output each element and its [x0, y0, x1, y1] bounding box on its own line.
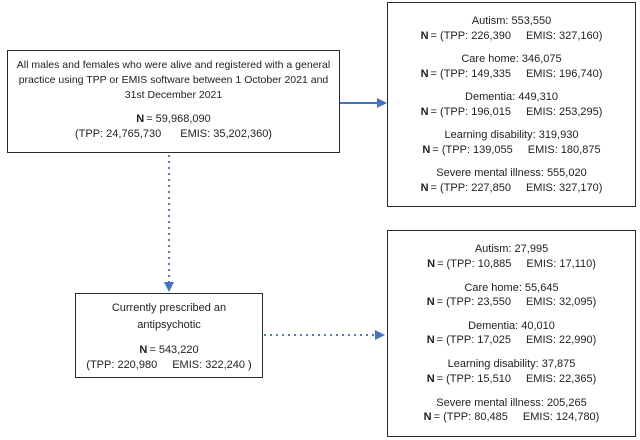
arrow-line [168, 155, 170, 283]
arrowhead-right-icon [375, 329, 385, 340]
arrowhead-down-icon [163, 282, 174, 292]
arrow-line [264, 334, 376, 336]
arrowhead-right-icon [377, 97, 387, 108]
condition-group-severe-mental-illness: Severe mental illness: 205,265 N= (TPP: … [423, 396, 600, 424]
population-description-line: practice using TPP or EMIS software betw… [18, 74, 329, 86]
population-description-line: All males and females who were alive and… [16, 59, 331, 71]
prescribed-description-line: Currently prescribed an [111, 302, 227, 314]
condition-group-severe-mental-illness: Severe mental illness: 555,020 N= (TPP: … [420, 167, 603, 194]
condition-group-learning-disability: Learning disability: 319,930 N= (TPP: 13… [422, 129, 601, 156]
prescribed-box: Currently prescribed an antipsychotic N=… [75, 293, 263, 378]
arrow-line [340, 102, 380, 104]
population-description-line: 31st December 2021 [124, 89, 223, 101]
prescribed-description-line: antipsychotic [137, 319, 201, 331]
condition-group-learning-disability: Learning disability: 37,875 N= (TPP: 15,… [426, 358, 597, 385]
population-n-total: N= 59,968,090 [136, 113, 211, 125]
population-box: All males and females who were alive and… [7, 50, 340, 153]
prescribed-n-total: N= 543,220 [139, 344, 199, 356]
